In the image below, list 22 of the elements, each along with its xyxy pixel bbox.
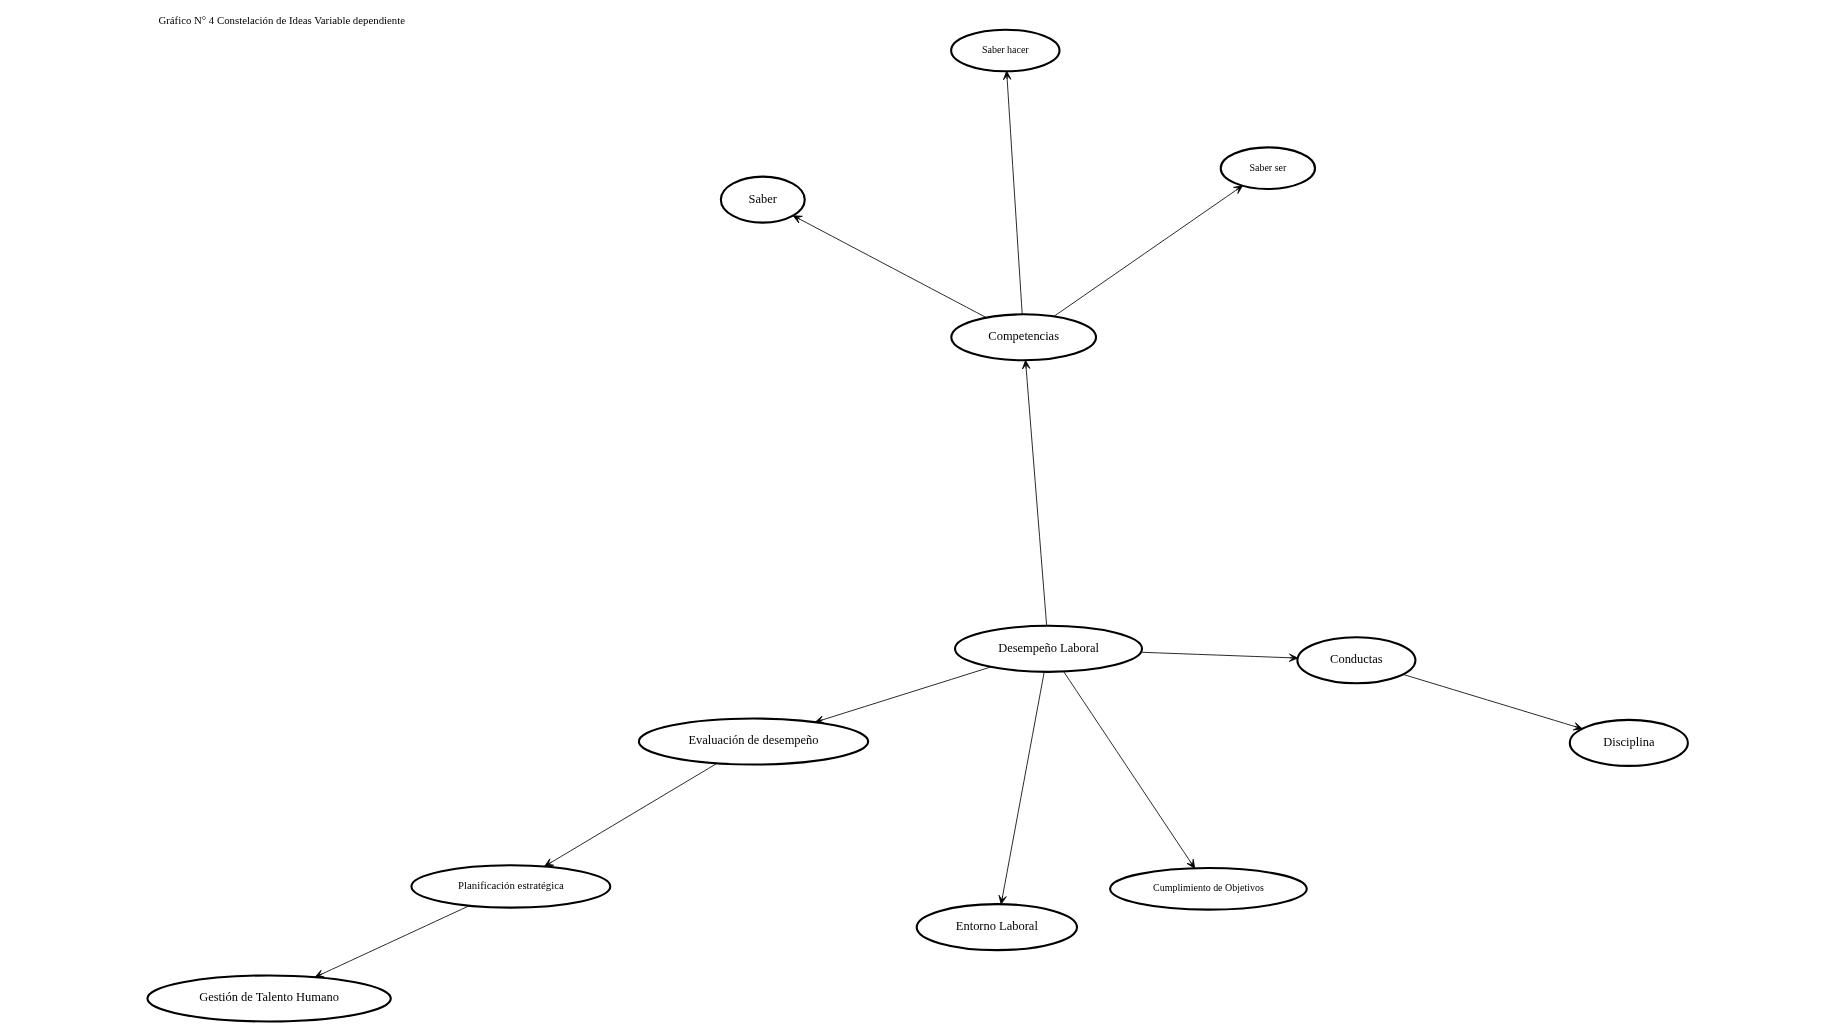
- node-ellipse: Competencias: [949, 313, 1097, 362]
- node-ellipse: Disciplina: [1568, 718, 1689, 767]
- arrow: [1021, 360, 1047, 627]
- arrow: [998, 671, 1045, 905]
- arrow: [314, 905, 470, 978]
- node-ellipse: Conductas: [1295, 636, 1416, 685]
- arrow: [543, 763, 717, 867]
- arrow: [1140, 651, 1298, 662]
- node-ellipse: Planificación estratégica: [409, 864, 611, 909]
- diagram-title: Gráfico N° 4 Constelación de Ideas Variable dependiente: [157, 13, 405, 26]
- arrow: [1002, 70, 1023, 315]
- node-ellipse: Cumplimiento de Objetivos: [1108, 867, 1308, 911]
- arrow: [792, 215, 987, 318]
- arrow: [1052, 185, 1243, 317]
- node-ellipse: Saber ser: [1219, 146, 1316, 190]
- node-ellipse: Desempeño Laboral: [953, 624, 1143, 673]
- arrow: [1062, 671, 1195, 869]
- arrow: [814, 666, 991, 724]
- node-ellipse: Entorno Laboral: [915, 903, 1078, 952]
- arrow: [1402, 673, 1583, 731]
- node-ellipse: Saber hacer: [949, 28, 1061, 73]
- node-ellipse: Gestión de Talento Humano: [145, 974, 392, 1023]
